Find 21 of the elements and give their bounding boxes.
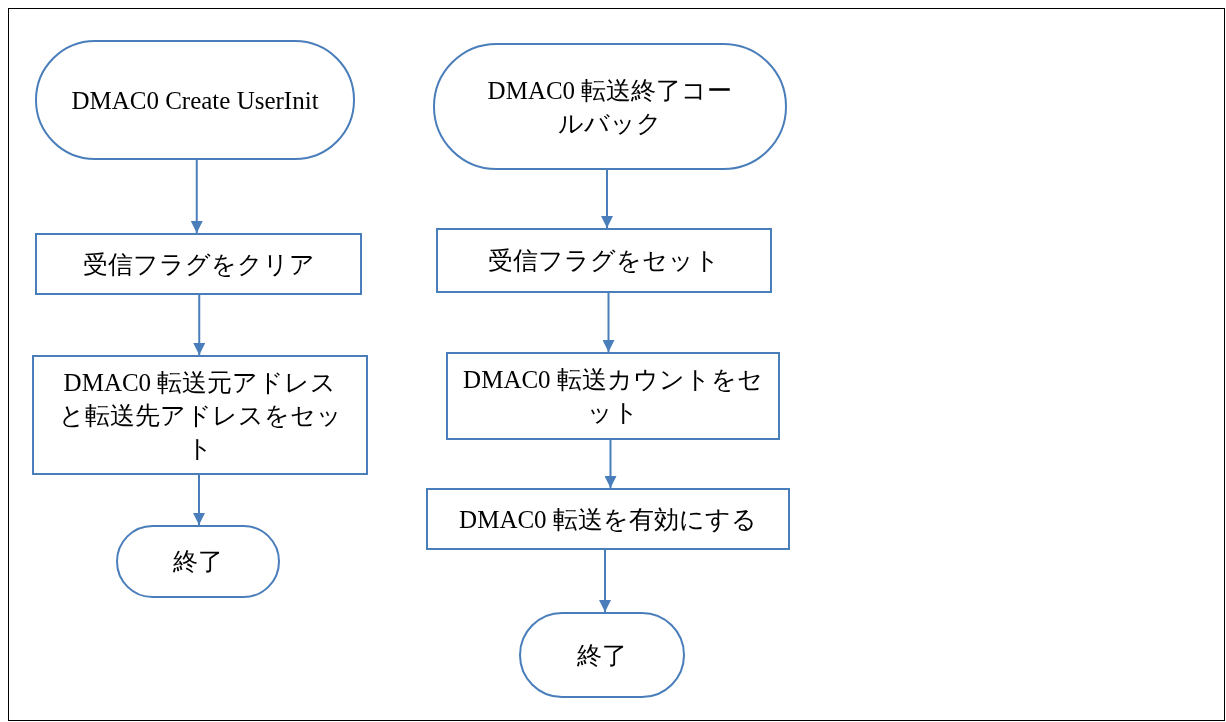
node-label: DMAC0 転送カウントをセット (463, 365, 763, 428)
arrow (602, 292, 615, 353)
arrow (599, 549, 611, 613)
node-label: DMAC0 転送元アドレスと転送先アドレスをセット (57, 367, 343, 464)
node-label: 終了 (173, 547, 223, 577)
arrow (193, 294, 206, 356)
node-label: DMAC0 転送を有効にする (459, 504, 757, 535)
node-label: DMAC0 転送終了コールバック (486, 75, 734, 139)
node-label: 受信フラグをセット (488, 246, 720, 276)
process-box (32, 355, 368, 475)
arrow (190, 159, 203, 234)
process-box (35, 233, 362, 295)
process-box (426, 488, 790, 550)
node-label: 受信フラグをクリア (82, 249, 315, 280)
node-label: DMAC0 Create UserInit (71, 85, 319, 116)
node-label: 終了 (577, 640, 627, 671)
process-box (446, 352, 780, 440)
arrow (604, 439, 617, 489)
process-box (436, 228, 772, 293)
arrow (601, 169, 613, 229)
arrow (193, 474, 205, 526)
